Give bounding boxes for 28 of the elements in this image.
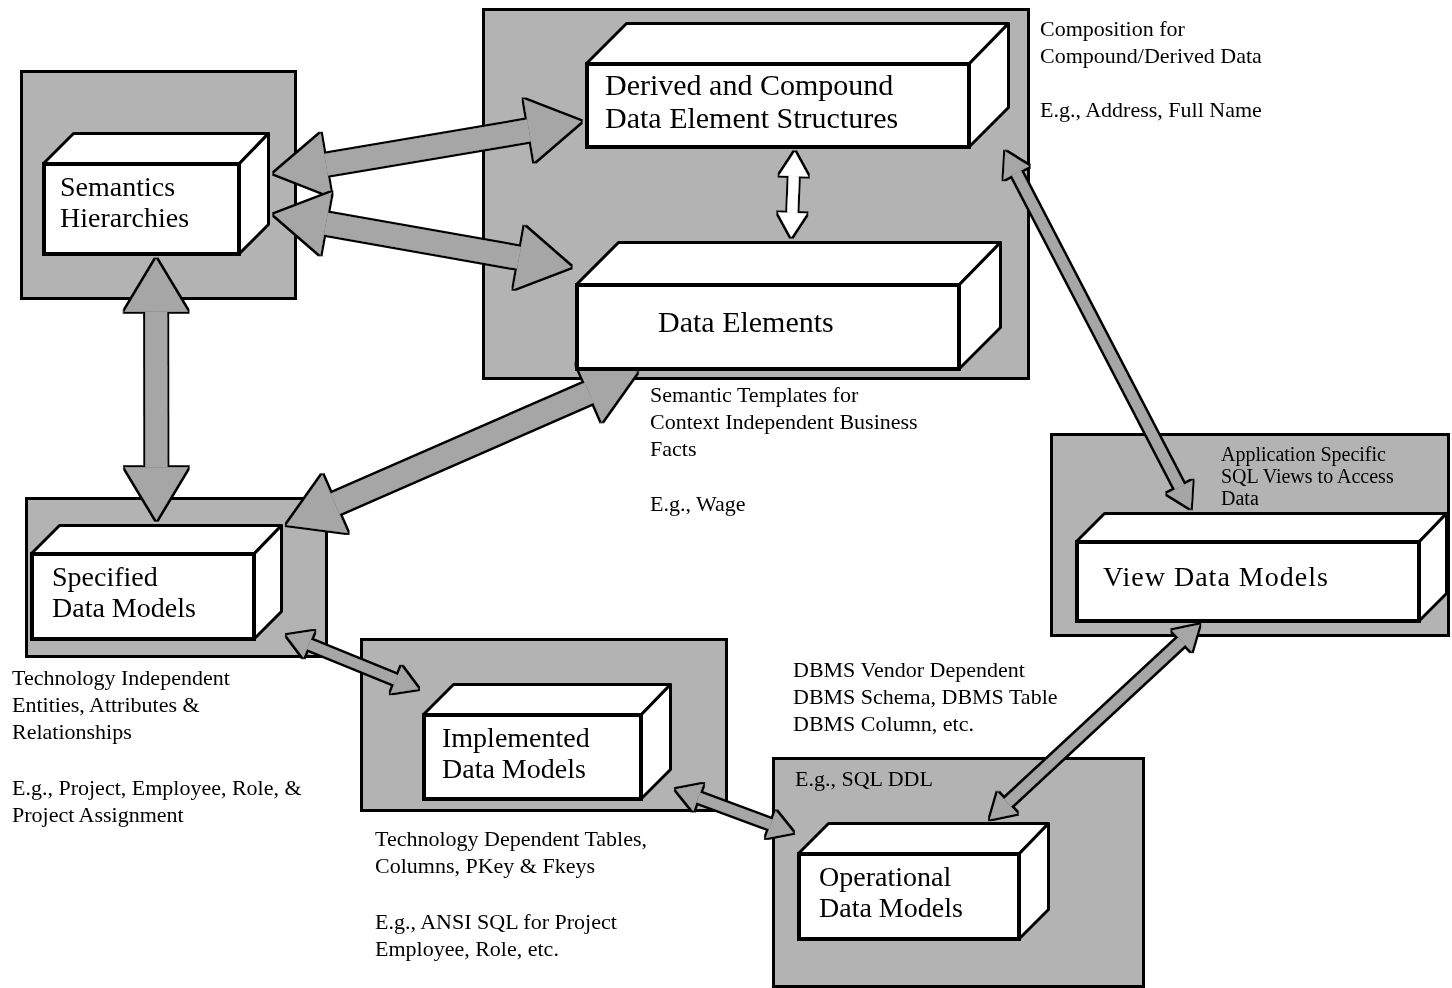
double-arrow [273, 99, 582, 196]
annotation-text: Semantic Templates for Context Independent Business Facts [650, 382, 919, 463]
box-label: Specified Data Models [52, 562, 197, 624]
annotation-text: E.g., ANSI SQL for Project Employee, Role, etc. [375, 909, 618, 963]
box-label: Operational Data Models [819, 862, 964, 924]
double-arrow [675, 784, 794, 838]
box-label: Semantics Hierarchies [60, 172, 191, 234]
annotation-text: Technology Dependent Tables, Columns, PKey & Fkeys [375, 826, 649, 880]
box-label: Implemented Data Models [442, 723, 591, 785]
panel-note: Application Specific SQL Views to Access Data [1221, 443, 1395, 509]
double-arrow [124, 259, 189, 520]
annotation-text: Composition for Compound/Derived Data [1040, 16, 1263, 70]
box-label: View Data Models [1103, 562, 1330, 593]
panel-background [1050, 433, 1450, 637]
annotation-text: E.g., Project, Employee, Role, & Project Assignment [12, 775, 303, 829]
double-arrow [777, 152, 809, 237]
double-arrow [1003, 151, 1193, 509]
double-arrow [286, 630, 419, 694]
panel-note: E.g., SQL DDL [795, 767, 934, 792]
annotation-text: E.g., Wage [650, 491, 747, 518]
panel-background [20, 70, 297, 300]
annotation-text: DBMS Vendor Dependent DBMS Schema, DBMS Table DBMS Column, etc. [793, 657, 1059, 738]
double-arrow [273, 192, 572, 289]
box-label: Data Elements [658, 305, 835, 338]
annotation-text: Technology Independent Entities, Attributes & Relationships [12, 665, 231, 746]
double-arrow [989, 624, 1200, 820]
box-label: Derived and Compound Data Element Structures [605, 68, 900, 134]
annotation-text: E.g., Address, Full Name [1040, 97, 1263, 124]
